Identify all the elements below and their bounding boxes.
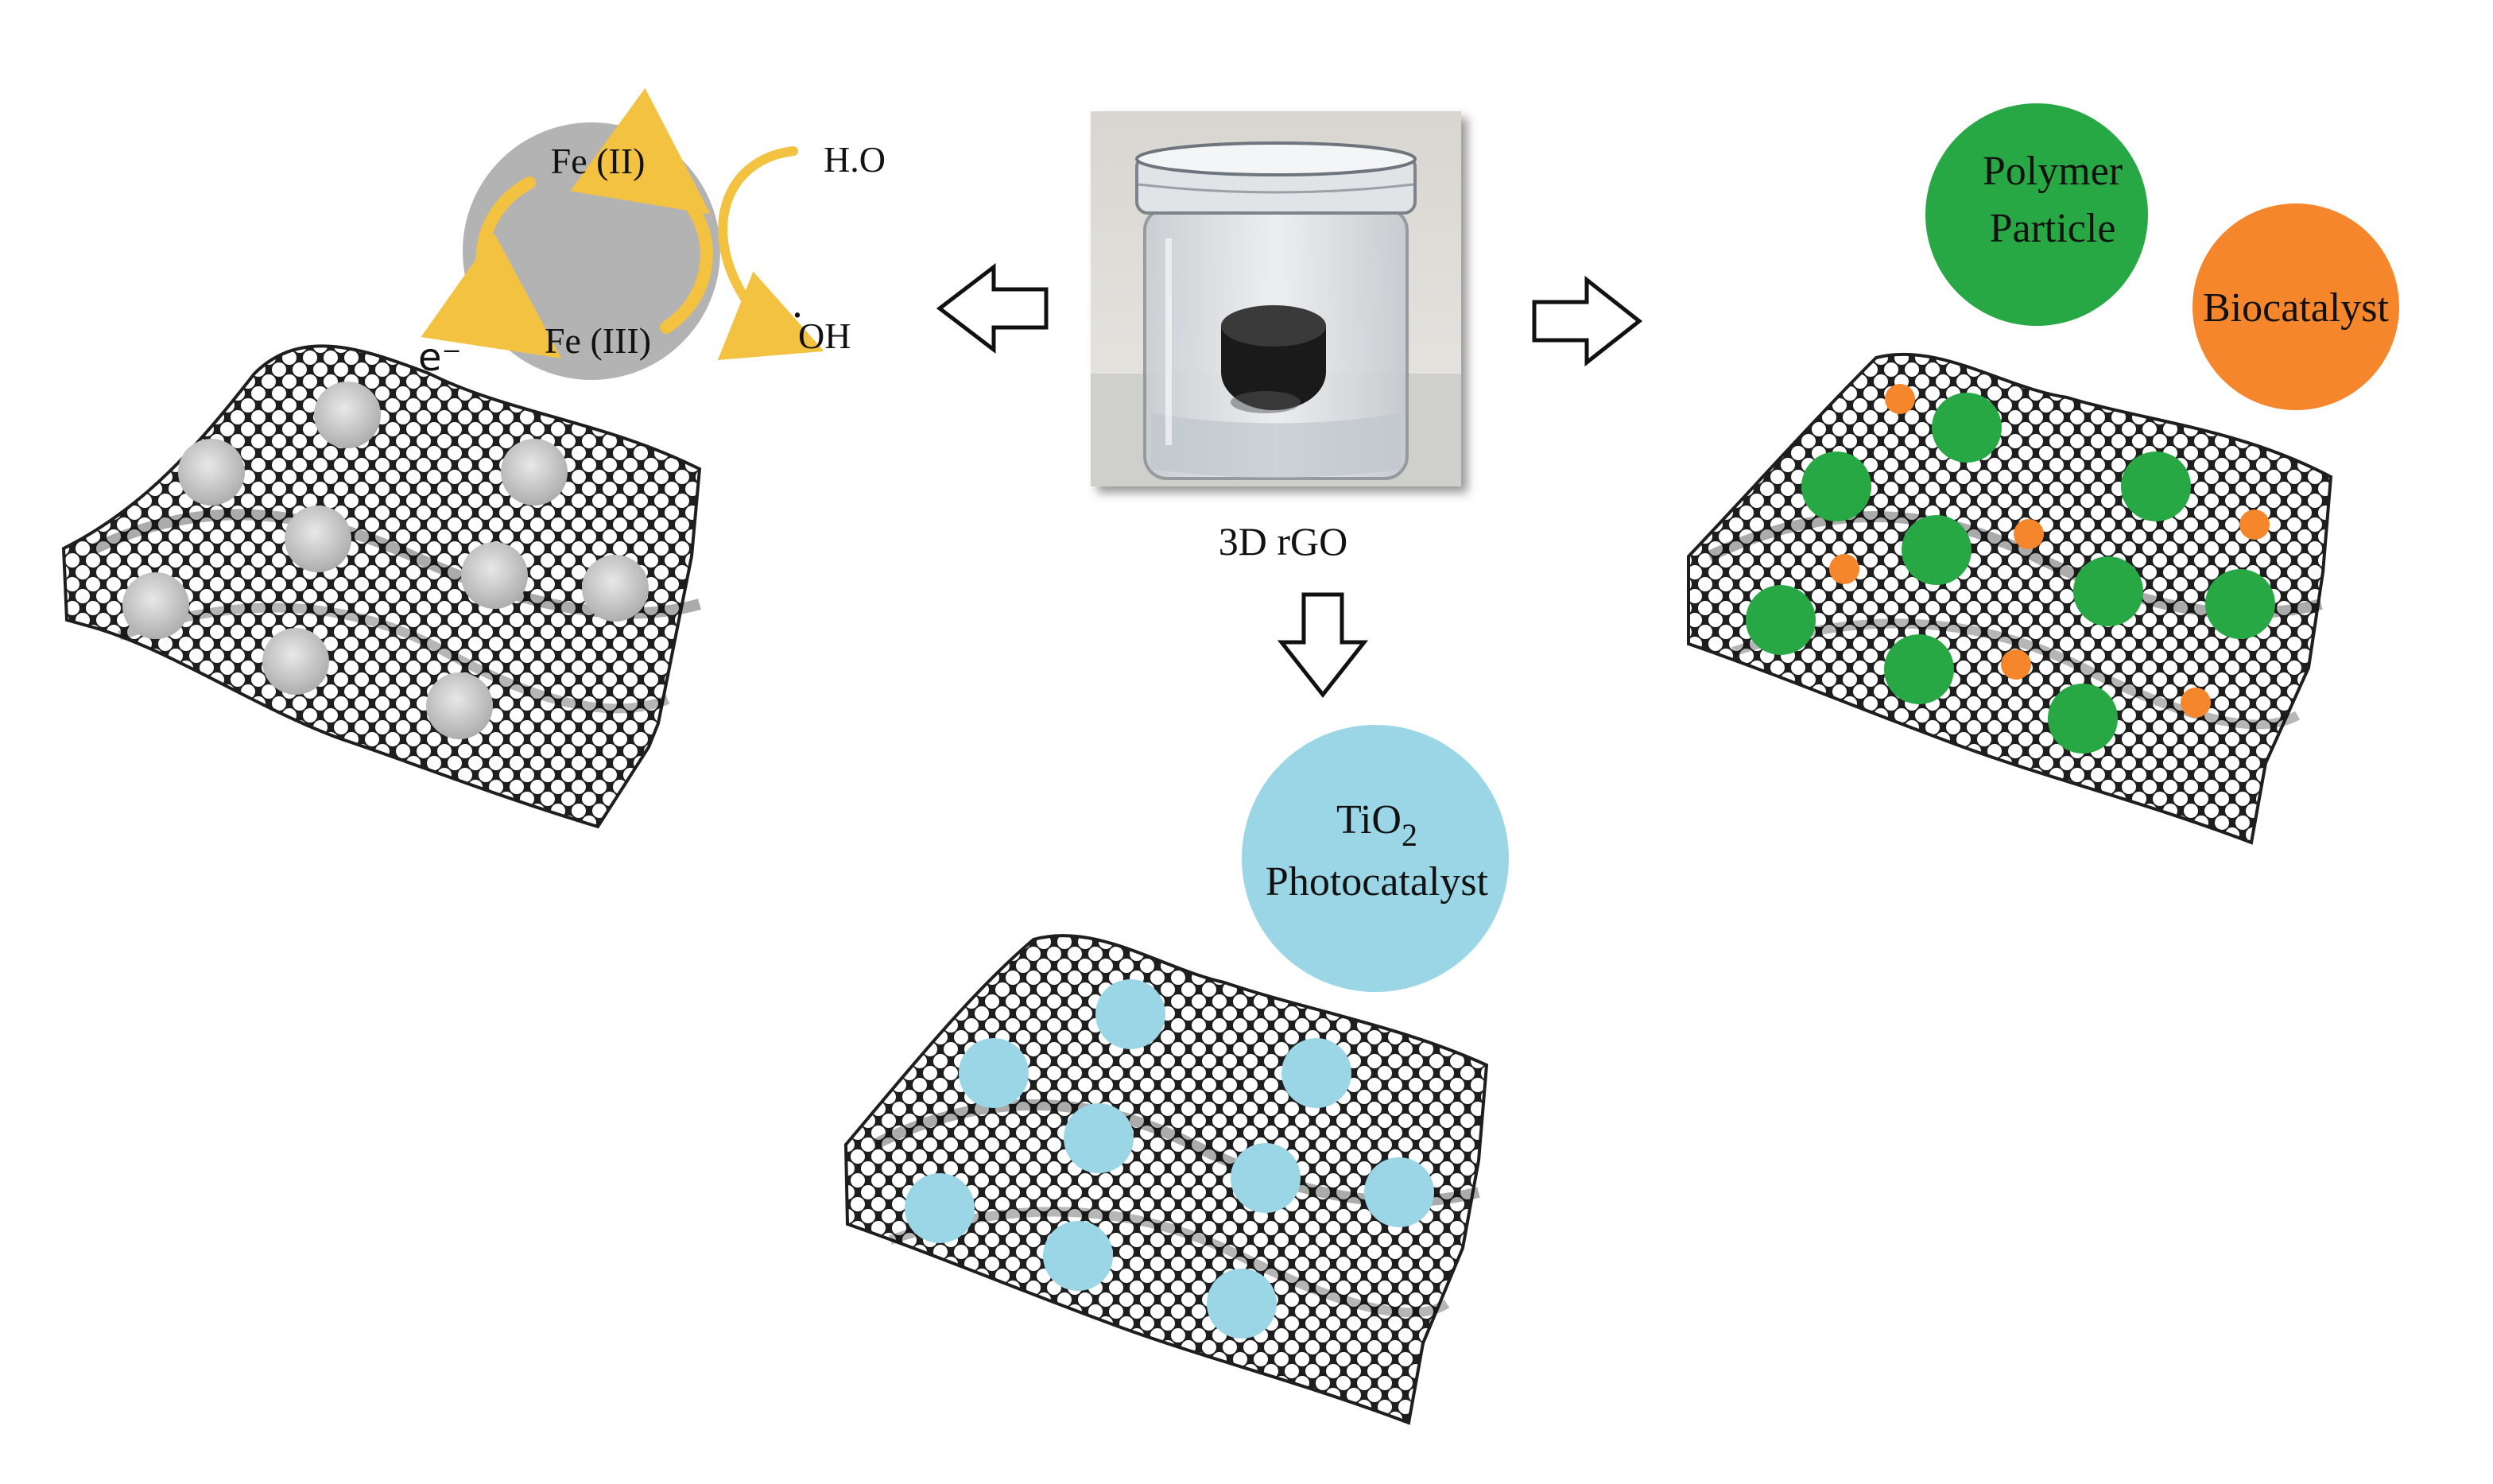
polymer-circle: [1925, 103, 2148, 326]
biocatalyst-bubble: Biocatalyst: [2193, 203, 2399, 410]
polymer-particle: [1932, 393, 2002, 463]
tio2-particle: [1043, 1221, 1113, 1291]
biocatalyst-particle: [2239, 510, 2270, 540]
polymer-particle: [1801, 451, 1871, 521]
polymer-particle: [2073, 556, 2143, 626]
electron-label: e⁻: [418, 335, 462, 380]
tio2-particle: [1281, 1038, 1351, 1108]
polymer-particle: [1884, 634, 1954, 704]
tio2-subscript: 2: [1402, 817, 1417, 853]
tio2-circle: [1242, 725, 1509, 992]
tio2-formula: TiO2: [1336, 797, 1417, 853]
biocatalyst-particle: [2181, 688, 2211, 718]
tio2-particle: [1231, 1143, 1301, 1213]
tio2-particle: [1064, 1103, 1134, 1173]
biocatalyst-particle: [1829, 554, 1859, 584]
tio2-particle: [1095, 979, 1165, 1049]
arrow-left-icon: [936, 262, 1049, 355]
iron-particle: [178, 439, 245, 506]
arrow-right-icon: [1532, 275, 1643, 367]
iron-particle: [122, 572, 189, 639]
polymer-particle: [2121, 451, 2191, 521]
rgo-photo: [1091, 111, 1461, 486]
biocatalyst-label: Biocatalyst: [2203, 285, 2390, 331]
iron-particle: [314, 382, 381, 448]
tio2-particle: [1364, 1157, 1434, 1227]
polymer-particle: [1902, 515, 1972, 585]
iron-particle: [285, 506, 351, 572]
radical-arrow-icon: [717, 146, 824, 360]
glass-jar: [1135, 141, 1417, 480]
radical-dot: ·: [790, 291, 805, 339]
polymer-bubble: Polymer Particle: [1925, 103, 2148, 326]
radical-label: OH: [798, 316, 851, 356]
iron-particle: [426, 672, 493, 739]
particle-label: Particle: [1990, 206, 2116, 251]
tio2-particle: [905, 1173, 975, 1243]
polymer-particle: [2205, 569, 2275, 639]
tio2-particle: [959, 1038, 1029, 1108]
iron-particle: [262, 628, 329, 695]
iron-particles: [122, 382, 649, 739]
biocatalyst-particle: [2001, 649, 2031, 680]
fe3-label: Fe (III): [545, 320, 651, 361]
polymer-particles: [1746, 393, 2275, 754]
rgo-caption: 3D rGO: [1219, 519, 1347, 564]
biocatalyst-particle: [1885, 384, 1915, 414]
iron-particle: [501, 439, 568, 506]
rgo-monolith: [1221, 305, 1326, 413]
tio2-base: TiO: [1336, 797, 1402, 843]
biocatalyst-particle: [2014, 519, 2044, 549]
iron-particle: [582, 555, 649, 622]
tio2-catalyst-bubble: TiO2 Photocatalyst: [1242, 725, 1509, 992]
fe2-label: Fe (II): [551, 141, 646, 181]
tio2-particles: [905, 979, 1434, 1339]
photocatalyst-label: Photocatalyst: [1266, 859, 1489, 905]
water-label: H.O: [824, 139, 886, 180]
biocatalyst-particles: [1829, 384, 2270, 718]
polymer-particle: [2048, 684, 2118, 754]
polymer-particle: [1746, 585, 1816, 655]
tio2-particle: [1207, 1269, 1277, 1339]
cycle-arrow-left-icon: [421, 176, 562, 358]
biocatalyst-circle: [2193, 203, 2399, 410]
polymer-label: Polymer: [1983, 149, 2123, 194]
fenton-cycle: Fe (II) Fe (III) H.O · OH e⁻: [418, 87, 886, 380]
iron-particle: [461, 542, 528, 609]
cycle-arrow-right-icon: [570, 87, 713, 334]
arrow-down-icon: [1277, 592, 1369, 699]
